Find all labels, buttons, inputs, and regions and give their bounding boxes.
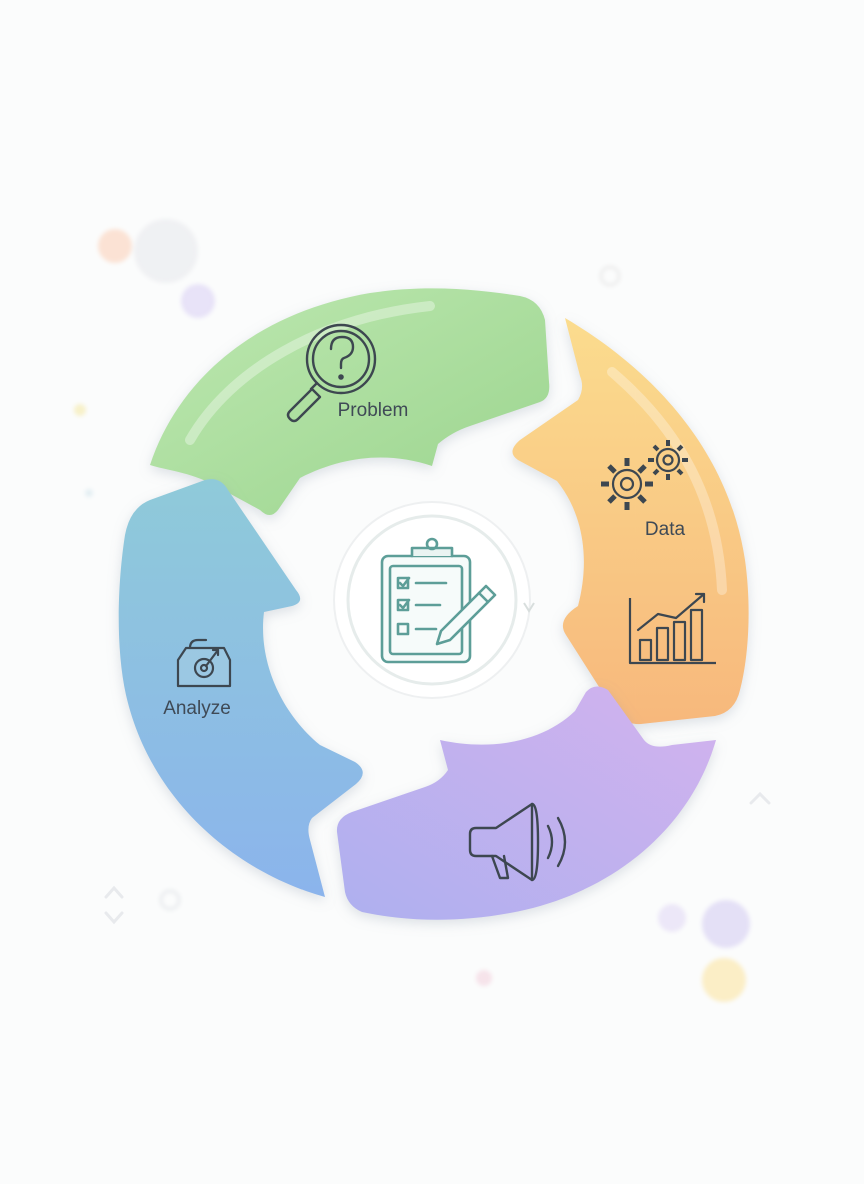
deco-dot (658, 904, 686, 932)
segment-highlight (185, 301, 435, 445)
clipboard-checklist-icon (380, 537, 497, 664)
deco-dot (476, 970, 492, 986)
cycle-segment-problem (150, 288, 550, 515)
deco-ring (159, 889, 181, 911)
deco-dot (702, 900, 750, 948)
bar-chart-icon (628, 592, 716, 665)
segment-highlight (607, 367, 727, 595)
deco-dot (85, 489, 93, 497)
deco-dot (702, 958, 746, 1002)
cycle-segment-analyze (118, 479, 363, 897)
step-label-problem: Problem (338, 400, 409, 421)
deco-dot (74, 404, 86, 416)
cycle-segment-data (512, 318, 749, 725)
cycle-segment-message (336, 686, 716, 920)
megaphone-icon (468, 802, 567, 882)
background-dots (74, 219, 750, 1002)
target-bag-icon (176, 638, 232, 688)
deco-dot (134, 219, 198, 283)
step-label-data: Data (645, 519, 686, 540)
deco-dot (181, 284, 215, 318)
deco-ring (599, 265, 621, 287)
gears-icon (601, 440, 688, 510)
deco-dot (98, 229, 132, 263)
chevron-deco-icon (104, 791, 771, 925)
magnifier-question-icon (286, 323, 377, 423)
step-label-analyze: Analyze (163, 698, 231, 719)
